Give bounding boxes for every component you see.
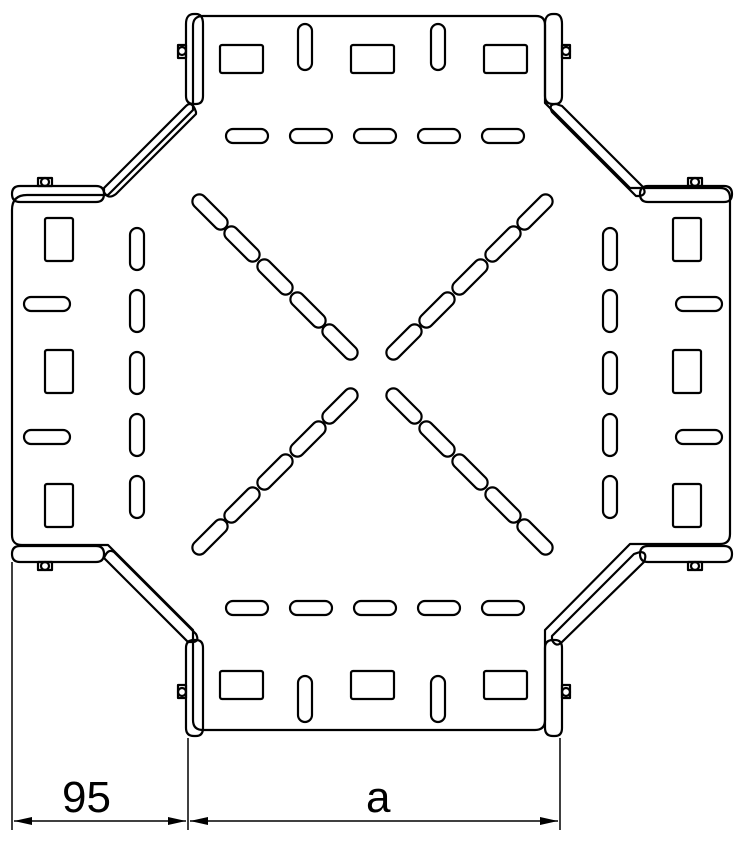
left-bottom-connector — [10, 544, 106, 572]
upper-horizontal-slots — [224, 127, 526, 145]
right-top-connector — [638, 176, 734, 204]
left-vertical-slots — [128, 226, 146, 520]
top-left-connector — [176, 12, 205, 106]
top-edge-slots — [218, 22, 529, 75]
top-right-connector — [543, 12, 572, 106]
bottom-edge-slots — [218, 669, 529, 724]
right-bottom-connector — [638, 544, 734, 572]
right-vertical-slots — [601, 226, 619, 520]
plate-outline — [10, 14, 732, 732]
right-edge-slots — [671, 216, 724, 529]
lower-horizontal-slots — [224, 599, 526, 617]
bevel-top-left — [102, 102, 198, 198]
bevel-bottom-right — [550, 550, 647, 646]
dimension-lines — [11, 562, 561, 830]
bottom-left-connector — [176, 638, 205, 738]
left-edge-slots — [22, 216, 75, 529]
bevel-top-right — [549, 102, 646, 198]
bottom-right-connector — [543, 638, 572, 738]
bevel-bottom-left — [102, 549, 199, 644]
dimension-label-a: a — [366, 773, 391, 822]
diagonal-slots-ascending — [191, 193, 554, 556]
left-top-connector — [10, 176, 106, 204]
diagonal-slots-descending — [191, 193, 554, 556]
dimension-label-95: 95 — [62, 773, 111, 822]
dimension-arrows — [14, 817, 558, 825]
